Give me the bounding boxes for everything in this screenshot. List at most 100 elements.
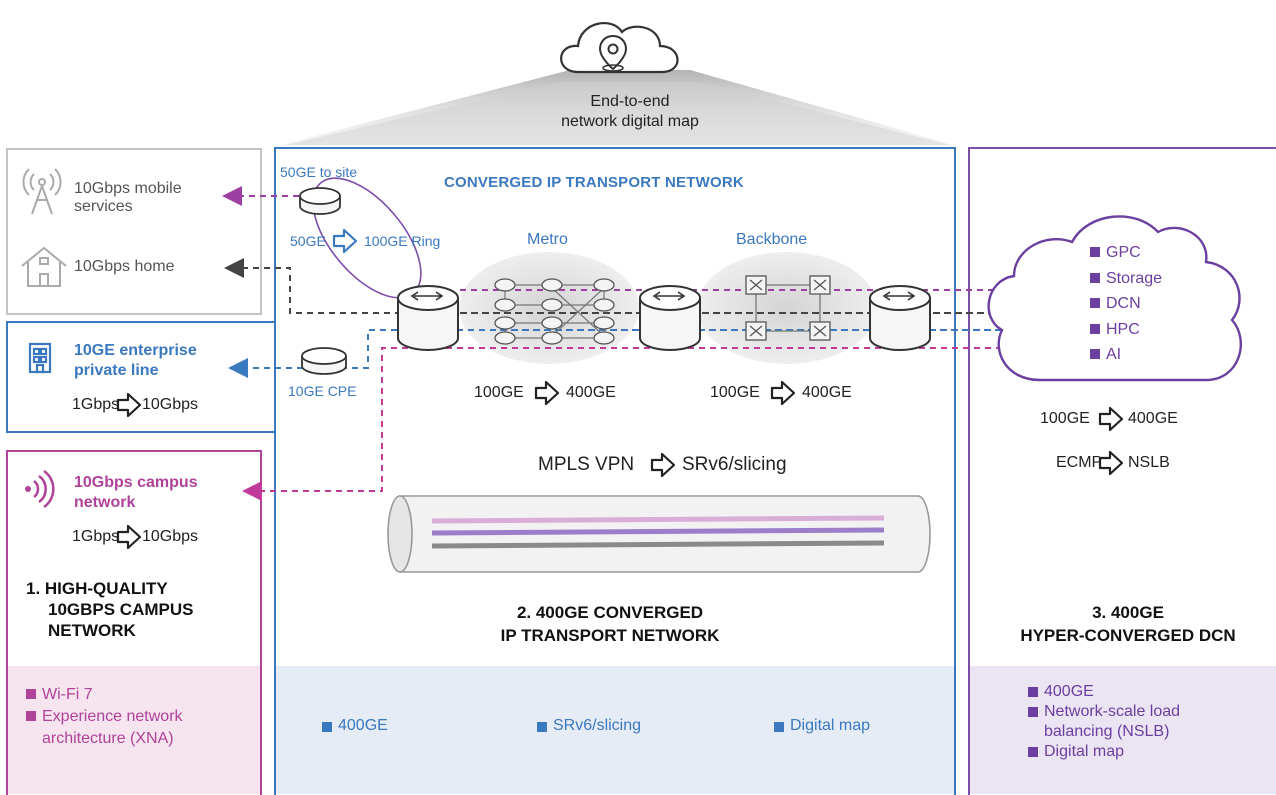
campus-bullets: Wi-Fi 7 Experience network architecture … [26, 684, 183, 750]
cloud-item-text: DCN [1106, 295, 1141, 312]
backbone-speed-from: 100GE [710, 384, 760, 401]
campus-speed-from: 1Gbps [72, 528, 120, 545]
bullet-square-icon [1090, 349, 1100, 359]
campus-heading-line3: NETWORK [48, 621, 136, 640]
cloud-item: DCN [1090, 291, 1162, 317]
cloud-item-text: Storage [1106, 269, 1163, 287]
dcn-heading-line1: 3. 400GE [1092, 603, 1164, 622]
bullet-item: Network-scale load balancing (NSLB) [1028, 702, 1180, 742]
campus-speed-to: 10Gbps [142, 528, 199, 545]
bullet-item: Experience network architecture (XNA) [26, 706, 183, 750]
enterprise-panel [6, 321, 276, 433]
building-icon [28, 342, 52, 374]
bullet-square-icon [26, 711, 36, 721]
arrow-icon-dcn-speed [1098, 406, 1124, 432]
router-left [397, 285, 459, 351]
arrow-icons [116, 228, 1124, 550]
cloud-item: GPC [1090, 240, 1162, 266]
bullet-text: Digital map [1044, 743, 1125, 760]
location-pin-cloud-icon [560, 22, 679, 74]
home-icon [21, 246, 67, 287]
enterprise-speed-from: 1Gbps [72, 396, 120, 413]
campus-heading: 1. HIGH-QUALITY 10GBPS CAMPUS NETWORK [26, 578, 193, 641]
ring-from-label: 50GE [290, 233, 326, 249]
campus-heading-line1: 1. HIGH-QUALITY [26, 579, 168, 598]
transport-pipe [387, 495, 931, 573]
backbone-zone [697, 252, 877, 364]
network-heading: 2. 400GE CONVERGED IP TRANSPORT NETWORK [440, 601, 780, 647]
bullet-square-icon [1090, 272, 1100, 283]
dcn-panel [968, 147, 1276, 795]
converged-footer-bg [276, 666, 954, 794]
bullet-text: SRv6/slicing [553, 717, 642, 734]
bullet-square-icon [1028, 747, 1038, 757]
mobile-services-label: 10Gbps mobile services [74, 180, 182, 215]
bullet-square-icon [1090, 323, 1100, 334]
cloud-item-text: HPC [1106, 320, 1140, 338]
network-bullet-digital-map: Digital map [774, 717, 870, 735]
converged-network-panel [274, 147, 956, 795]
cpe-label: 10GE CPE [288, 383, 357, 399]
bullet-item: 400GE [1028, 682, 1180, 702]
network-heading-line1: 2. 400GE CONVERGED [516, 603, 704, 622]
metro-speed-from: 100GE [474, 384, 524, 401]
bullet-square-icon [1090, 247, 1100, 257]
bullet-text: Network-scale load balancing (NSLB) [1044, 703, 1181, 740]
network-bullet-srv6: SRv6/slicing [537, 717, 641, 735]
bullet-text: 400GE [1044, 683, 1094, 700]
arrow-icon-mpls [650, 452, 676, 478]
bullet-square-icon [774, 722, 784, 732]
bullet-item: Wi-Fi 7 [26, 684, 183, 706]
network-heading-line2: IP TRANSPORT NETWORK [500, 626, 720, 645]
mpls-from: MPLS VPN [538, 454, 635, 475]
dcn-bullets: 400GE Network-scale load balancing (NSLB… [1028, 682, 1180, 762]
wireless-signal-icon [25, 469, 55, 509]
nslb-label: NSLB [1128, 454, 1170, 471]
dcn-cloud-items: GPC Storage DCN HPC AI [1090, 240, 1162, 368]
router-site [299, 187, 341, 215]
dcn-footer-bg [970, 666, 1276, 794]
digital-map-line2: network digital map [561, 113, 699, 130]
cloud-item: Storage [1090, 266, 1162, 292]
campus-panel [6, 450, 262, 795]
dcn-cloud [987, 215, 1242, 382]
campus-line [242, 347, 1046, 501]
bullet-text: Wi-Fi 7 [42, 686, 93, 703]
metro-speed-to: 400GE [566, 384, 616, 401]
network-title: CONVERGED IP TRANSPORT NETWORK [444, 174, 744, 191]
router-right [869, 285, 931, 351]
cell-tower-icon [22, 168, 62, 215]
backbone-label: Backbone [736, 231, 808, 248]
backbone-switches [745, 275, 831, 341]
arrow-icon-ring [332, 228, 358, 254]
bullet-text: 400GE [338, 717, 388, 734]
home-label: 10Gbps home [74, 258, 175, 275]
bullet-item: Digital map [1028, 742, 1180, 762]
enterprise-speed-to: 10Gbps [142, 396, 199, 413]
ecmp-label: ECMP [1056, 454, 1103, 471]
cloud-item-text: GPC [1106, 244, 1141, 261]
arrow-icon-backbone [770, 380, 796, 406]
digital-map-label: End-to-end network digital map [540, 92, 720, 132]
arrow-icon-ecmp [1098, 450, 1124, 476]
dcn-heading: 3. 400GE HYPER-CONVERGED DCN [980, 601, 1276, 647]
mpls-to: SRv6/slicing [682, 454, 787, 475]
bullet-text: Experience network architecture (XNA) [42, 708, 183, 747]
arrow-icon-metro [534, 380, 560, 406]
cloud-item-text: AI [1106, 346, 1122, 363]
metro-label: Metro [527, 231, 568, 248]
bullet-square-icon [537, 722, 547, 732]
bullet-square-icon [1028, 687, 1038, 697]
campus-footer-bg [8, 666, 260, 794]
dcn-speed-to: 400GE [1128, 410, 1178, 427]
campus-title: 10Gbps campus network [74, 474, 198, 511]
bullet-square-icon [1090, 298, 1100, 308]
dcn-speed-from: 100GE [1040, 410, 1090, 427]
router-middle [639, 285, 701, 351]
ring-to-label: 100GE Ring [364, 233, 441, 249]
campus-heading-line2: 10GBPS CAMPUS [48, 600, 194, 619]
enterprise-title: 10GE enterprise private line [74, 342, 197, 379]
bullet-square-icon [26, 689, 36, 699]
bullet-text: Digital map [790, 717, 871, 734]
